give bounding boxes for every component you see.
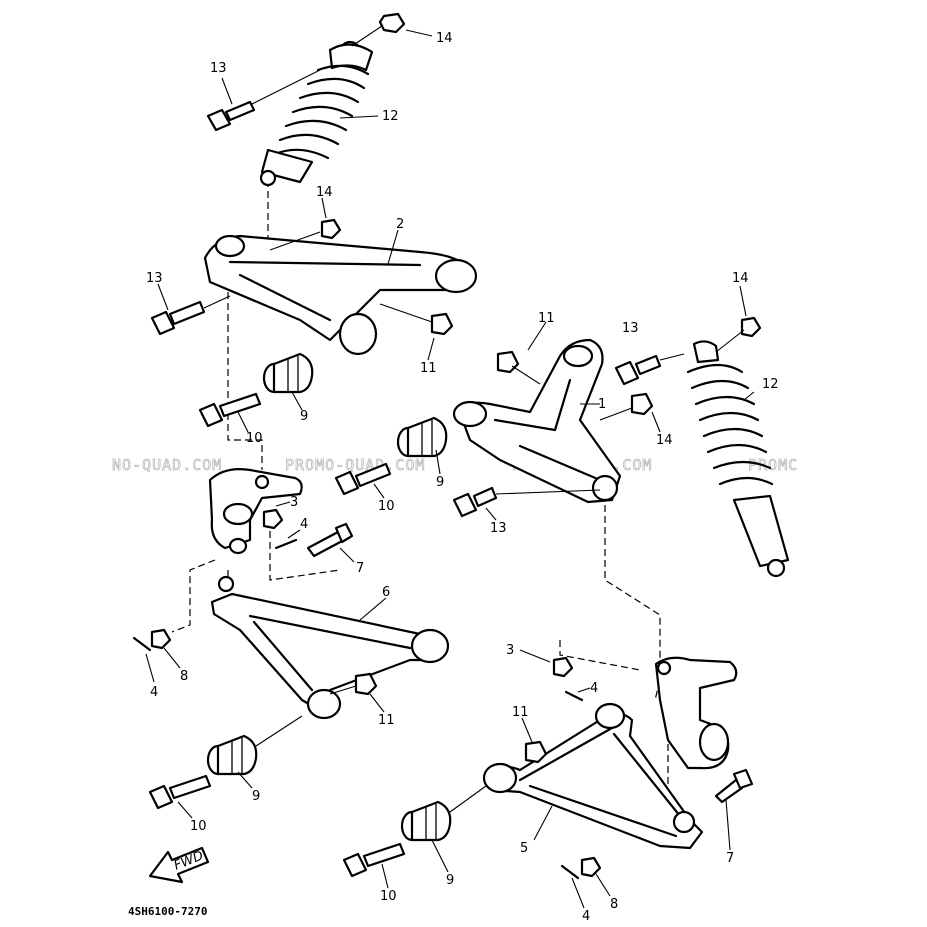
callout-label: 14 [436, 31, 453, 46]
callout-label: 6 [382, 585, 390, 600]
nut-part-14 [630, 392, 654, 416]
callout-label: 9 [252, 789, 260, 804]
watermark-text: PROMO-QUAD.COM [285, 456, 425, 474]
callout-label: 12 [382, 109, 399, 124]
bolt-part-10 [334, 462, 392, 496]
nut-part-14 [320, 218, 342, 240]
bolt-part-10 [198, 392, 262, 428]
watermark-text: PROMC [748, 456, 798, 474]
upper-a-arm-left [203, 234, 478, 356]
cotter-pin-part-4 [132, 636, 152, 652]
callout-label: 3 [290, 495, 298, 510]
bolt-part-7 [714, 768, 754, 804]
nut-part-11 [524, 740, 548, 764]
watermark-text: NO-QUAD.COM [112, 456, 222, 474]
callout-label: 14 [732, 271, 749, 286]
callout-label: 11 [420, 361, 437, 376]
bolt-part-7 [306, 522, 354, 558]
bushing-part-9 [400, 800, 452, 842]
diagram-code: 4SH6100-7270 [128, 905, 207, 918]
steering-knuckle-right [654, 656, 738, 770]
shock-absorber-upper-left [259, 40, 374, 187]
callout-label: 8 [180, 669, 188, 684]
lower-a-arm-left [210, 575, 450, 720]
callout-label: 4 [300, 517, 308, 532]
callout-labels: 14 13 12 14 2 13 11 11 14 13 12 1 14 9 1… [146, 31, 779, 924]
callout-label: 4 [150, 685, 158, 700]
callout-label: 14 [656, 433, 673, 448]
callout-label: 7 [726, 851, 734, 866]
nut-part-11 [430, 312, 454, 336]
bolt-part-13 [452, 486, 498, 518]
bolt-part-13 [614, 354, 662, 386]
nut-part-3 [262, 508, 284, 530]
callout-label: 13 [210, 61, 227, 76]
callout-label: 5 [520, 841, 528, 856]
bushing-part-9 [206, 734, 258, 776]
bushing-part-9 [396, 416, 448, 458]
bolt-part-13 [206, 100, 256, 132]
bushing-part-9 [262, 352, 314, 394]
cotter-pin-part-4 [560, 864, 580, 880]
bolt-part-13 [150, 300, 206, 336]
callout-label: 3 [506, 643, 514, 658]
bolt-part-10 [342, 842, 406, 878]
steering-knuckle-left [208, 468, 303, 555]
callout-leaders [145, 29, 755, 909]
callout-label: 10 [378, 499, 395, 514]
cotter-pin-part-4 [564, 690, 584, 702]
callout-label: 7 [356, 561, 364, 576]
nut-part-11 [496, 350, 520, 374]
callout-label: 14 [316, 185, 333, 200]
watermarks: NO-QUAD.COM PROMO-QUAD.COM PROMO-QUAD.CO… [112, 456, 798, 475]
callout-label: 2 [396, 217, 404, 232]
nut-part-8 [580, 856, 602, 878]
callout-label: 10 [246, 431, 263, 446]
callout-label: 12 [762, 377, 779, 392]
callout-label: 11 [378, 713, 395, 728]
callout-label: 11 [512, 705, 529, 720]
fwd-arrow-icon: FWD [148, 846, 210, 884]
callout-label: 9 [436, 475, 444, 490]
callout-label: 8 [610, 897, 618, 912]
callout-label: 1 [598, 397, 606, 412]
nut-part-3 [552, 656, 574, 678]
callout-label: 13 [146, 271, 163, 286]
bolt-part-10 [148, 774, 212, 810]
callout-label: 13 [490, 521, 507, 536]
callout-label: 13 [622, 321, 639, 336]
callout-label: 10 [190, 819, 207, 834]
lower-a-arm-right [482, 702, 704, 850]
callout-label: 4 [582, 909, 590, 924]
shock-absorber-right [686, 316, 790, 578]
nut-part-8 [150, 628, 172, 650]
cotter-pin-part-4 [274, 538, 298, 550]
upper-a-arm-right [452, 338, 622, 504]
callout-label: 10 [380, 889, 397, 904]
callout-label: 11 [538, 311, 555, 326]
nut-part-11 [354, 672, 378, 696]
nut-part-14 [378, 12, 406, 34]
callout-label: 4 [590, 681, 598, 696]
callout-label: 9 [300, 409, 308, 424]
callout-label: 9 [446, 873, 454, 888]
